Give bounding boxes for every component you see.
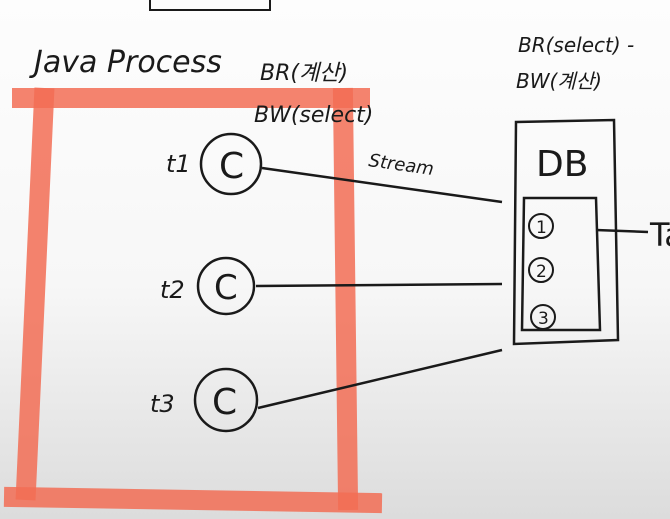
stream-line-t1 [261, 166, 503, 204]
db-note-br: BR(select) - [518, 33, 634, 57]
table-pointer-line [595, 228, 649, 234]
table-label: Ta [649, 216, 670, 254]
java-process-title: Java Process [29, 45, 222, 80]
stream-line-t2 [255, 282, 503, 288]
table-row-1-circle [528, 213, 554, 239]
connection-circle-t2 [196, 256, 256, 316]
top-box-fragment [149, 0, 271, 11]
stream-label: Stream [367, 150, 435, 180]
thread-label-t1: t1 [166, 150, 191, 178]
table-row-3-circle [530, 304, 556, 330]
table-row-2-circle [528, 257, 554, 283]
connection-letter-t1: C [219, 146, 244, 187]
table-row-3-label: 3 [538, 309, 549, 329]
stream-lines [255, 166, 503, 410]
connection-circle-t3 [193, 367, 259, 433]
db-box [512, 118, 620, 346]
thread-label-t2: t2 [160, 276, 185, 304]
table-row-1-label: 1 [536, 218, 547, 238]
db-table [520, 196, 602, 332]
table-row-2-label: 2 [536, 262, 547, 282]
db-title: DB [536, 144, 588, 185]
thread-label-t3: t3 [150, 390, 175, 418]
stream-line-t3 [257, 348, 503, 410]
connection-circle-t1 [199, 132, 263, 196]
connection-letter-t2: C [214, 268, 238, 308]
connection-letter-t3: C [212, 382, 237, 423]
java-process-box [3, 87, 383, 514]
db-note-bw: BW(계산) [516, 69, 602, 93]
process-note-bw: BW(select) [254, 103, 373, 128]
process-note-br: BR(계산) [260, 61, 348, 86]
